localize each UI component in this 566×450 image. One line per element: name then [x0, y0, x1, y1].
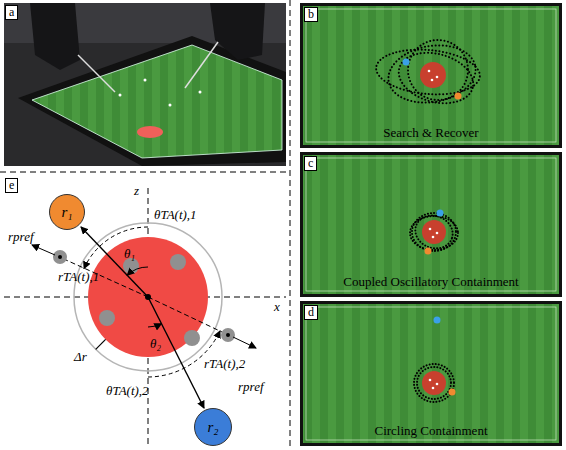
field-b: [300, 3, 562, 148]
axis-label: z: [134, 184, 139, 198]
robot-circle: r₂: [194, 408, 232, 446]
robot-label: r₂: [207, 419, 218, 436]
distance-label: rpref: [8, 230, 34, 244]
panel-letter: a: [5, 5, 18, 20]
distance-label: rpref: [238, 380, 264, 394]
distance-label: rTA(t),1: [58, 270, 99, 284]
panel-letter: b: [304, 7, 318, 22]
field-c: [300, 152, 562, 297]
panel-caption: Coupled Oscillatory Containment: [343, 275, 518, 289]
panel-caption: Circling Containment: [374, 424, 487, 438]
field-d: [300, 301, 562, 446]
robot-circle: r₁: [49, 194, 85, 230]
angle-label: θ₁: [124, 247, 135, 261]
photo: [4, 3, 286, 166]
distance-label: Δr: [74, 350, 87, 364]
panel-letter: c: [304, 156, 317, 171]
angle-label: θ₂: [150, 337, 161, 351]
distance-label: rTA(t),2: [204, 357, 245, 371]
panel-caption: Search & Recover: [383, 126, 478, 140]
angle-label: θTA(t),1: [154, 208, 197, 222]
panel-letter: d: [304, 305, 318, 320]
geometry-diagram: [4, 188, 286, 446]
angle-label: θTA(t),2: [106, 384, 149, 398]
axis-label: x: [274, 300, 280, 314]
panel-letter: e: [5, 178, 18, 193]
robot-label: r₁: [61, 204, 72, 221]
